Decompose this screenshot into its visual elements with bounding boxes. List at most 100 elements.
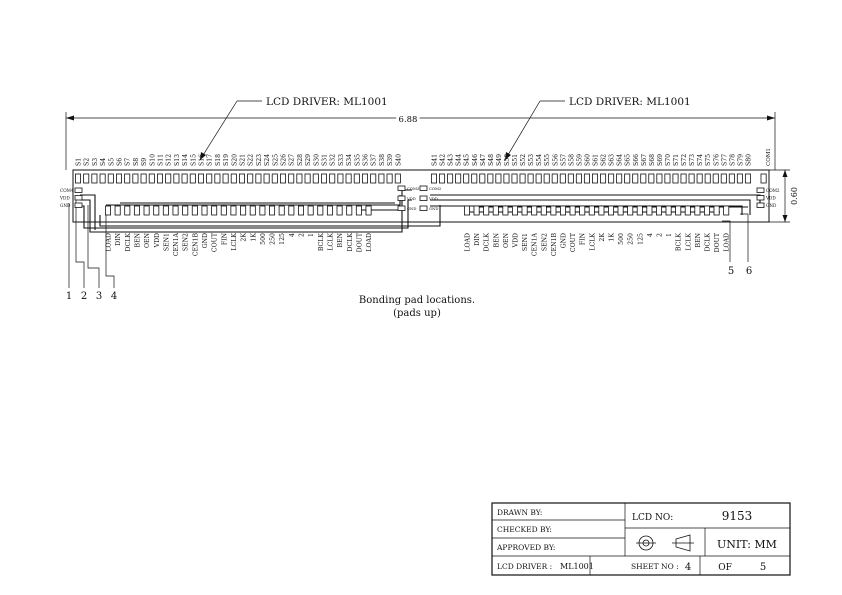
lcd-driver-label: LCD DRIVER :: [497, 562, 552, 571]
segment-pad-label: S36: [363, 154, 370, 166]
segment-pad: [91, 173, 98, 184]
control-pad: [579, 205, 586, 216]
segment-pad: [624, 173, 631, 184]
pin-leaders: [68, 196, 749, 288]
segment-pad: [503, 173, 510, 184]
control-pad-label: DIN: [474, 232, 481, 245]
control-pad: [191, 205, 198, 216]
segment-pad: [430, 173, 437, 184]
control-pad: [531, 205, 538, 216]
segment-pad-label: S60: [584, 154, 591, 166]
side-pad: [397, 195, 406, 201]
segment-pad-label: S44: [456, 154, 463, 166]
height-dimension: [769, 169, 790, 223]
control-pad-label: 1: [666, 233, 673, 237]
control-pad: [704, 205, 711, 216]
control-pad-label: GND: [202, 233, 209, 248]
checked-by-label: CHECKED BY:: [497, 525, 552, 534]
control-pad-label: 125: [637, 233, 644, 245]
segment-pad-label: S37: [371, 154, 378, 166]
segment-pad: [511, 173, 518, 184]
segment-pad-label: S53: [528, 154, 535, 166]
side-pad-label: COM2: [429, 186, 442, 191]
segment-pad-label: S48: [488, 154, 495, 166]
control-pad-label: 500: [618, 233, 625, 245]
segment-pad-label: S55: [544, 154, 551, 166]
control-pad-label: CEN1B: [192, 233, 199, 257]
segment-pad-label: S3: [92, 158, 99, 166]
segment-pad: [206, 173, 213, 184]
segment-pad-label: S49: [496, 154, 503, 166]
sheet-label: SHEET NO :: [631, 562, 679, 571]
segment-pad: [455, 173, 462, 184]
control-pad: [220, 205, 227, 216]
control-pad: [560, 205, 567, 216]
bonding-pads: [74, 173, 767, 216]
segment-pad-label: S62: [601, 154, 608, 166]
side-pad: [419, 205, 428, 211]
segment-pad: [238, 173, 245, 184]
segment-pad: [575, 173, 582, 184]
segment-pad-label: S66: [633, 154, 640, 166]
control-pad: [201, 205, 208, 216]
side-pad-label: VDD: [428, 196, 438, 201]
of-label: OF: [718, 563, 732, 573]
segment-pad-label: S43: [448, 154, 455, 166]
control-pad-label: DCLK: [705, 233, 712, 252]
control-pad: [502, 205, 509, 216]
control-pad: [124, 205, 131, 216]
control-pad-label: 250: [270, 233, 277, 245]
control-pad-label: DOUT: [714, 232, 721, 252]
segment-pad: [543, 173, 550, 184]
segment-pad: [222, 173, 229, 184]
segment-pad: [304, 173, 311, 184]
segment-pad: [173, 173, 180, 184]
width-dimension: [65, 112, 776, 170]
side-pad-label: COM4: [60, 188, 74, 193]
control-pad-label: CEN1B: [551, 233, 558, 257]
segment-pad-label: S61: [593, 154, 600, 166]
control-pad: [288, 205, 295, 216]
control-pad-label: LCLK: [685, 233, 692, 251]
segment-pad: [124, 173, 131, 184]
segment-pad: [116, 173, 123, 184]
segment-pad-label: S35: [354, 154, 361, 166]
control-pad: [588, 205, 595, 216]
caption-line-2: (pads up): [393, 308, 441, 319]
segment-pad-label: S4: [100, 158, 107, 166]
segment-pad-label: S8: [133, 158, 140, 166]
control-pad: [162, 205, 169, 216]
segment-pad: [559, 173, 566, 184]
segment-pad: [736, 173, 743, 184]
segment-pad: [279, 173, 286, 184]
segment-pad-label: S34: [346, 154, 353, 166]
com-pad-label: COM1: [766, 148, 772, 166]
control-pad-label: DCLK: [484, 233, 491, 252]
control-pad: [723, 205, 730, 216]
segment-pad: [551, 173, 558, 184]
segment-pad-label: S68: [649, 154, 656, 166]
segment-pad: [632, 173, 639, 184]
segment-pad: [320, 173, 327, 184]
segment-pad: [720, 173, 727, 184]
control-pad: [307, 205, 314, 216]
control-pad-label: COUT: [212, 232, 219, 252]
segment-pad-label: S80: [745, 154, 752, 166]
control-pad-label: LOAD: [106, 233, 113, 252]
segment-pad: [353, 173, 360, 184]
segment-pad: [656, 173, 663, 184]
segment-pad: [712, 173, 719, 184]
control-pad-label: GND: [561, 233, 568, 248]
control-pad-label: OEN: [503, 232, 510, 248]
segment-pad: [148, 173, 155, 184]
approved-by-label: APPROVED BY:: [496, 543, 555, 552]
segment-pad: [296, 173, 303, 184]
segment-pad: [688, 173, 695, 184]
control-pad-label: LCLK: [231, 233, 238, 251]
control-pad: [512, 205, 519, 216]
control-pad: [521, 205, 528, 216]
segment-pad: [189, 173, 196, 184]
control-pad: [713, 205, 720, 216]
control-pad: [492, 205, 499, 216]
segment-pad-label: S51: [512, 154, 519, 166]
